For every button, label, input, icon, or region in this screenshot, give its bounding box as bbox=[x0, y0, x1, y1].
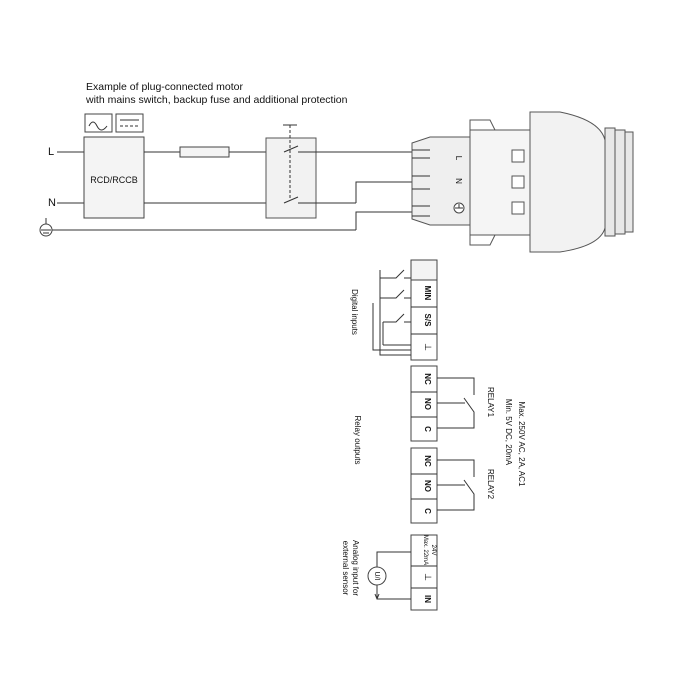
analog-in: IN bbox=[423, 595, 432, 603]
relay-spec-min: Min. 5V DC, 20mA bbox=[504, 399, 513, 466]
rcd-label: RCD/RCCB bbox=[90, 175, 138, 185]
analog-24v: 24V bbox=[430, 545, 436, 556]
relay2-nc: NC bbox=[423, 455, 432, 467]
relay2-label: RELAY2 bbox=[486, 469, 495, 500]
analog-ground: ⊥ bbox=[423, 573, 433, 581]
digital-inputs-block bbox=[372, 259, 438, 361]
relay1-c: C bbox=[423, 426, 432, 432]
relay1-no: NO bbox=[423, 398, 432, 410]
relay2-no: NO bbox=[423, 480, 432, 492]
fuse bbox=[179, 146, 230, 158]
motor-plug bbox=[411, 111, 634, 253]
analog-max-current: Max. 22mA bbox=[422, 535, 428, 565]
relay1-nc: NC bbox=[423, 373, 432, 385]
wire-pe-plug bbox=[355, 211, 412, 230]
ac-wave-icon bbox=[84, 113, 113, 133]
relay2-block bbox=[410, 447, 475, 524]
terminal-ss: S/S bbox=[423, 314, 432, 328]
ui-source-icon bbox=[367, 566, 387, 586]
analog-title-line1: Analog input for bbox=[351, 540, 360, 596]
earth-icon bbox=[39, 218, 53, 237]
plug-n-label: N bbox=[454, 178, 463, 184]
relay-outputs-title: Relay outputs bbox=[353, 416, 362, 465]
ac-wave-icon-glyph bbox=[88, 121, 108, 131]
relay1-label: RELAY1 bbox=[486, 387, 495, 418]
terminal-digital-ground: ⊥ bbox=[423, 343, 433, 351]
plug-l-label: L bbox=[454, 156, 463, 161]
mains-l-label: L bbox=[48, 146, 54, 158]
ui-source-label: U/I bbox=[373, 572, 380, 581]
mains-switch bbox=[265, 124, 317, 219]
dc-line-icon bbox=[115, 113, 144, 133]
rcd-type-icons bbox=[84, 113, 144, 133]
analog-title-line2: external sensor bbox=[341, 541, 350, 596]
terminal-min: MIN bbox=[423, 286, 432, 301]
caption-line2: with mains switch, backup fuse and addit… bbox=[86, 94, 348, 106]
digital-inputs-title: Digital inputs bbox=[350, 289, 359, 335]
wire-n-plug bbox=[355, 181, 412, 203]
relay-spec-max: Max. 250V AC, 2A, AC1 bbox=[517, 402, 526, 487]
rcd-box bbox=[83, 136, 145, 219]
relay1-block bbox=[410, 365, 475, 442]
caption-line1: Example of plug-connected motor bbox=[86, 81, 244, 93]
mains-n-label: N bbox=[48, 197, 56, 209]
analog-input-block bbox=[374, 534, 438, 611]
relay2-c: C bbox=[423, 508, 432, 514]
